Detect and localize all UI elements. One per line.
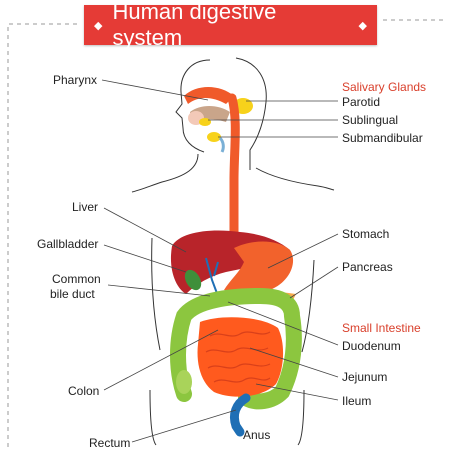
label-gallbladder: Gallbladder (37, 237, 98, 251)
label-liver: Liver (72, 200, 98, 214)
label-submandibular: Submandibular (342, 131, 423, 145)
label-colon: Colon (68, 384, 99, 398)
label-ileum: Ileum (342, 394, 371, 408)
rectum (234, 398, 246, 432)
label-common-bile-duct-line2: bile duct (50, 287, 95, 301)
label-parotid: Parotid (342, 95, 380, 109)
diagram-title: Human digestive system (112, 0, 348, 51)
label-jejunum: Jejunum (342, 370, 387, 384)
label-small-intestine: Small Intestine (342, 321, 421, 335)
label-common-bile-duct-line1: Common (52, 272, 101, 286)
label-salivary-glands: Salivary Glands (342, 80, 426, 94)
banner-right-dot: ◆ (359, 19, 367, 32)
label-rectum: Rectum (89, 436, 130, 450)
label-sublingual: Sublingual (342, 113, 398, 127)
small-intestine (198, 317, 284, 396)
label-anus: Anus (243, 428, 270, 442)
appendix (176, 370, 192, 394)
label-pancreas: Pancreas (342, 260, 393, 274)
title-banner: ◆ Human digestive system ◆ (84, 5, 377, 45)
label-stomach: Stomach (342, 227, 389, 241)
banner-left-dot: ◆ (94, 19, 102, 32)
label-duodenum: Duodenum (342, 339, 401, 353)
label-pharynx: Pharynx (53, 73, 97, 87)
esophagus (232, 98, 235, 250)
sublingual-gland (199, 118, 211, 126)
